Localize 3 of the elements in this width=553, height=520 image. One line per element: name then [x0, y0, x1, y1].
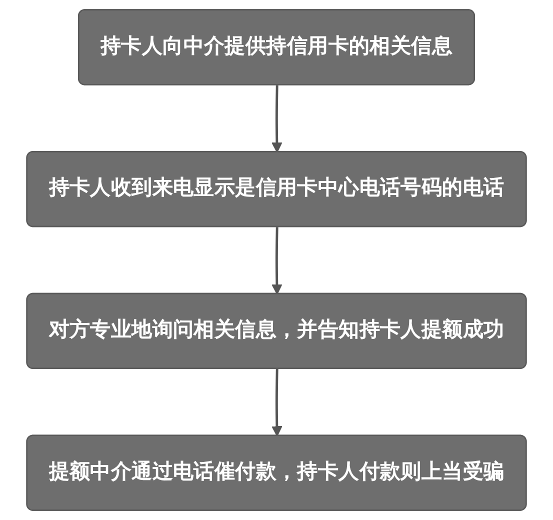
arrow: [272, 85, 282, 153]
arrow: [272, 227, 282, 295]
arrow: [272, 368, 282, 436]
